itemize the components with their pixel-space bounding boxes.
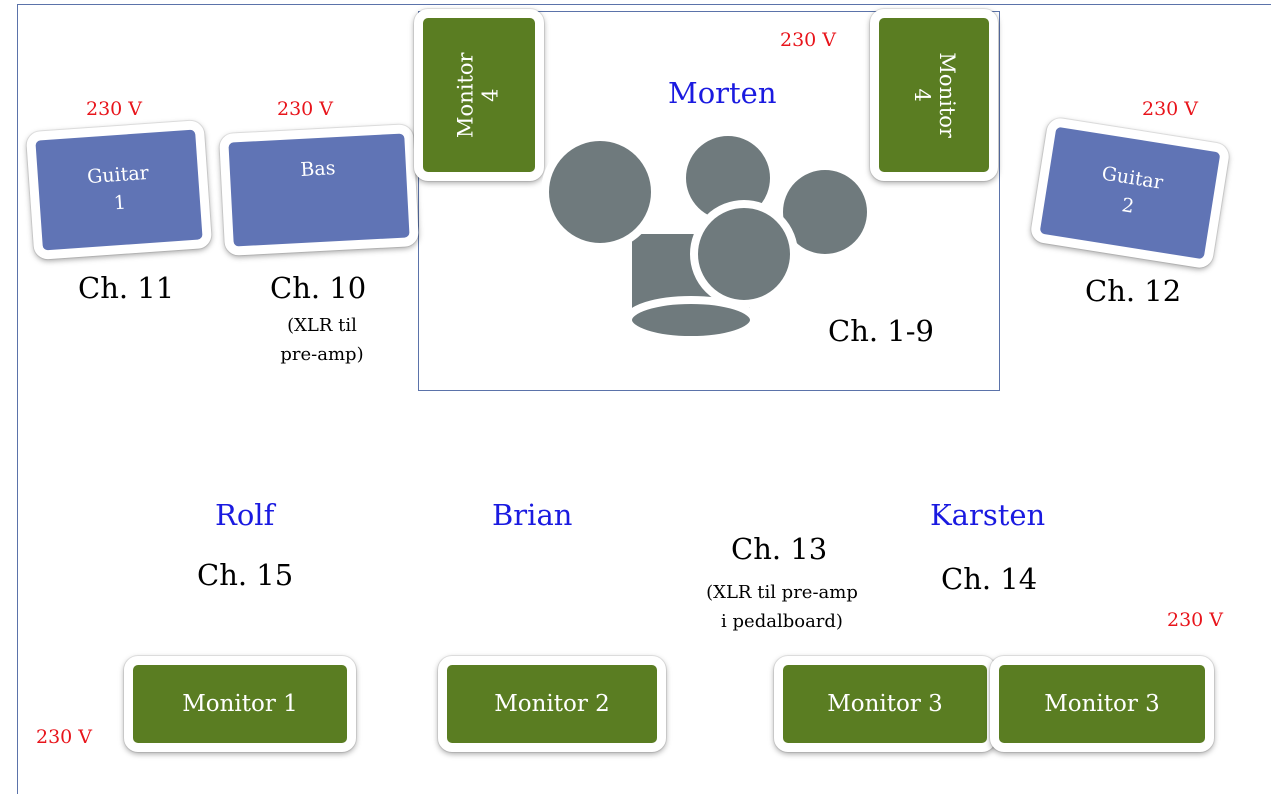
bass-note-line-2: pre-amp): [280, 343, 364, 365]
monitor-4-right-number: 4: [909, 88, 934, 102]
channel-label-guitar-2: Ch. 12: [1085, 274, 1182, 308]
amp-bass: Bas: [218, 124, 420, 256]
voltage-label-guitar1: 230 V: [86, 98, 143, 120]
monitor-3-right: Monitor 3: [990, 656, 1214, 752]
monitor-2: Monitor 2: [438, 656, 666, 752]
stage-outline: [17, 4, 1271, 794]
bass-note: (XLR til pre-amp): [262, 312, 382, 370]
monitor-1: Monitor 1: [124, 656, 356, 752]
floor-tom-shape: [541, 133, 659, 251]
drum-kit-icon: [541, 128, 875, 344]
monitor-4-left-label: Monitor: [453, 52, 478, 138]
channel-label-karsten: Ch. 14: [941, 562, 1038, 596]
channel-label-rolf: Ch. 15: [197, 558, 294, 592]
monitor-4-right: Monitor 4: [870, 9, 998, 181]
monitor-3-right-label: Monitor 3: [1044, 691, 1160, 717]
monitor-4-left: Monitor 4: [414, 9, 544, 181]
monitor-4-left-number: 4: [478, 88, 503, 102]
amp-bass-label: Bas: [299, 157, 336, 182]
ch13-note-line-2: i pedalboard): [721, 610, 843, 632]
voltage-label-bass: 230 V: [277, 98, 334, 120]
cymbal-shape: [775, 162, 875, 262]
drum-riser: [418, 11, 1000, 391]
voltage-label-monitor3: 230 V: [1167, 609, 1224, 631]
snare-drum-shape: [690, 200, 798, 308]
player-name-brian: Brian: [492, 498, 573, 532]
monitor-3-left: Monitor 3: [774, 656, 996, 752]
monitor-4-right-label: Monitor: [935, 52, 960, 138]
amp-guitar-1: Guitar 1: [25, 119, 213, 261]
monitor-3-left-label: Monitor 3: [827, 691, 943, 717]
channel-label-guitar-1: Ch. 11: [78, 271, 175, 305]
channel-label-ch13: Ch. 13: [731, 532, 828, 566]
ch13-note-line-1: (XLR til pre-amp: [706, 582, 858, 603]
player-name-karsten: Karsten: [930, 498, 1046, 532]
bass-note-line-1: (XLR til: [287, 315, 357, 336]
player-name-rolf: Rolf: [215, 498, 275, 532]
monitor-2-label: Monitor 2: [494, 691, 610, 717]
voltage-label-guitar2: 230 V: [1142, 98, 1199, 120]
voltage-label-drums: 230 V: [780, 29, 837, 51]
channel-label-drums: Ch. 1-9: [828, 314, 935, 348]
drummer-name: Morten: [668, 76, 777, 110]
ch13-note: (XLR til pre-amp i pedalboard): [672, 579, 892, 637]
amp-guitar-1-number: 1: [113, 191, 127, 215]
channel-label-bass: Ch. 10: [270, 271, 367, 305]
voltage-label-monitor1: 230 V: [36, 726, 93, 748]
amp-guitar-1-label: Guitar: [86, 162, 150, 189]
monitor-1-label: Monitor 1: [182, 691, 298, 717]
